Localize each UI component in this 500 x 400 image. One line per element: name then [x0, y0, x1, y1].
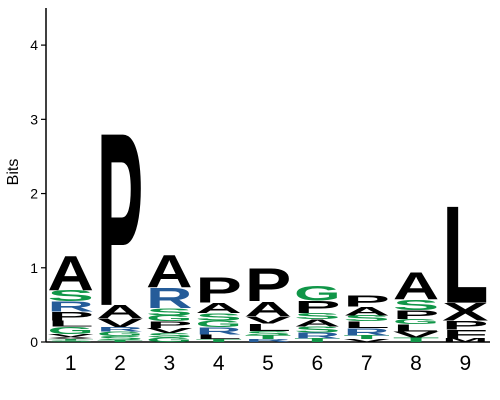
y-tick-label: 2 — [30, 186, 38, 202]
logo-letter: V — [245, 314, 291, 325]
logo-letter: G — [97, 331, 143, 338]
logo-letter: G — [47, 325, 93, 336]
x-tick-label: 9 — [459, 352, 471, 375]
logo-letter: T — [195, 338, 241, 343]
logo-letter: P — [47, 310, 93, 324]
logo-letter: X — [47, 336, 93, 339]
logo-letter: T — [47, 339, 93, 341]
logo-letter: A — [47, 246, 93, 301]
logo-letter: L — [47, 319, 93, 328]
logo-letter: S — [146, 306, 192, 317]
logo-letter: P — [343, 293, 389, 310]
logo-letter: A — [393, 265, 439, 309]
y-axis: 0 1 2 3 4 — [30, 8, 47, 350]
y-tick-label: 4 — [30, 37, 38, 53]
logo-letter: R — [47, 299, 93, 315]
logo-letter: R — [294, 331, 340, 340]
logo-letter: T — [343, 334, 389, 340]
logo-letter: T — [393, 336, 439, 343]
logo-letter: R — [245, 338, 291, 343]
logo-letter: S — [195, 311, 241, 322]
logo-letter: T — [294, 337, 340, 343]
logo-letter: A — [343, 304, 389, 318]
logo-letter: G — [393, 318, 439, 326]
logo-letter: A — [146, 245, 192, 297]
logo-letter: R — [343, 326, 389, 337]
x-tick-label: 4 — [213, 352, 225, 375]
logo-letter: V — [97, 316, 144, 330]
logo-letter: S — [47, 340, 93, 342]
logo-letter: G — [146, 314, 192, 323]
logo-letter: S — [97, 335, 143, 341]
logo-letter: V — [146, 327, 192, 335]
logo-letter: P — [294, 297, 340, 317]
logo-letter: V — [393, 330, 439, 339]
logo-letter: R — [97, 326, 143, 333]
x-tick-label: 2 — [114, 352, 126, 375]
logo-letter: S — [245, 330, 291, 337]
x-axis: 1 2 3 4 5 6 7 8 9 — [46, 341, 490, 375]
logo-letter: R — [146, 282, 192, 315]
logo-letter: S — [343, 314, 389, 323]
logo-letter: S — [47, 287, 93, 304]
x-tick-label: 8 — [410, 352, 422, 375]
x-tick-label: 3 — [163, 352, 175, 375]
logo-letter: P — [442, 318, 488, 332]
logo-letter: P — [393, 308, 439, 322]
logo-letter: A — [245, 298, 291, 321]
x-tick-label: 1 — [65, 352, 77, 375]
logo-letter: S — [393, 297, 439, 313]
logo-letter: G — [294, 281, 340, 305]
logo-letter: F — [442, 327, 488, 341]
logo-letter: P — [97, 81, 143, 358]
logo-letter: L — [393, 322, 439, 333]
logo-letter: M — [442, 337, 488, 343]
logo-letter: L — [195, 334, 241, 341]
logo-letter: P — [245, 258, 291, 311]
logo-letter: T — [245, 334, 291, 340]
logo-letter: G — [146, 336, 192, 343]
logo-letter: L — [442, 176, 488, 332]
y-tick-label: 1 — [30, 260, 38, 276]
logo-letter: S — [294, 325, 340, 334]
logo-letter: T — [97, 339, 143, 342]
logo-letter: S — [294, 312, 340, 321]
logo-letter: V — [47, 333, 93, 338]
logo-letter: A — [294, 317, 340, 328]
y-tick-label: 0 — [30, 334, 38, 350]
logo-letter: P — [195, 270, 241, 310]
logo-letter: G — [195, 319, 241, 329]
logo-letter: V — [343, 338, 389, 343]
logo-letter: R — [195, 325, 241, 336]
x-tick-label: 6 — [311, 352, 323, 375]
x-tick-label: 5 — [262, 352, 274, 375]
logo-letter: L — [343, 320, 389, 330]
y-tick-label: 3 — [30, 111, 38, 127]
logo-letter: L — [245, 322, 291, 333]
logo-letter: A — [97, 302, 143, 323]
y-axis-label: Bits — [5, 159, 22, 186]
logo-letter: A — [195, 300, 241, 316]
logo-letter: X — [442, 298, 488, 326]
logo-letter: S — [146, 332, 192, 339]
logo-letter: P — [146, 320, 192, 330]
x-tick-label: 7 — [361, 352, 373, 375]
